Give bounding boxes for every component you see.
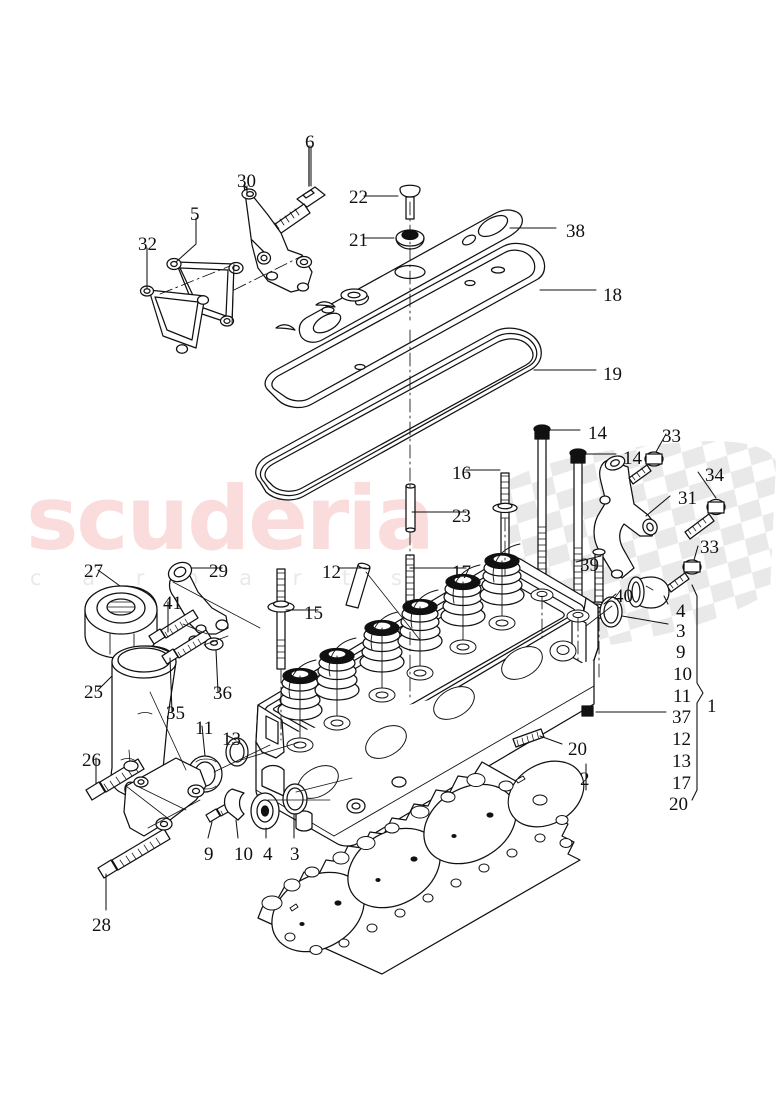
callout-cylinder-head-bolt: 14: [588, 423, 607, 444]
callout-cylinder-head-assembly: 1: [707, 696, 717, 717]
callout-triangular-gasket-frame: 32: [138, 234, 157, 255]
callout-washer: 40: [614, 586, 633, 607]
leader-lines: [95, 145, 717, 911]
callout-stud: 39: [580, 555, 599, 576]
callout-camshaft-seal-ring: 11: [195, 718, 214, 739]
part-2-cylinder-head-gasket: [257, 760, 585, 975]
callout-o-ring-seal: 3: [676, 621, 686, 642]
part-1-cylinder-head-assembly: [255, 543, 599, 847]
callout-hex-flange-bolt-short: 33: [662, 426, 681, 447]
callout-valve-cover: 18: [603, 285, 622, 306]
callout-dowel-pin: 12: [672, 729, 691, 750]
part-38-reinforcement-strip: [298, 209, 524, 343]
callout-support-arm: 29: [209, 561, 228, 582]
callout-lifting-eye-bracket: 31: [678, 488, 697, 509]
part-14-head-bolt-a: [533, 424, 551, 592]
callout-threaded-stud: 17: [452, 562, 471, 583]
callout-dowel-sleeve: 23: [452, 506, 471, 527]
part-34-flange-bolt: [684, 498, 726, 540]
part-19-valve-cover-gasket: [255, 327, 542, 501]
callout-triangular-support-bracket: 5: [190, 204, 200, 225]
part-30-mount-bracket: [241, 184, 313, 293]
callout-stud-screw: 20: [568, 739, 587, 760]
part-4-camshaft-end-cap-right: [627, 576, 670, 609]
part-10-retaining-clip: [223, 788, 245, 821]
callout-cylinder-head-bolt: 14: [623, 448, 642, 469]
part-28-flange-bolt-long: [97, 828, 171, 879]
callout-cylinder-head-gasket: 2: [580, 769, 590, 790]
callout-retaining-clip: 10: [673, 664, 692, 685]
callout-stud-with-collar: 15: [304, 603, 323, 624]
callout-oil-filler-neck: 25: [84, 682, 103, 703]
callout-hex-flange-bolt: 34: [705, 465, 724, 486]
part-13-sealing-ring: [225, 737, 249, 767]
part-4-camshaft-end-cap-bottom: [250, 792, 280, 830]
callout-washer-small: 36: [213, 683, 232, 704]
callout-camshaft-seal-ring: 11: [673, 686, 692, 707]
part-37-blanking-plug: [581, 705, 594, 717]
callout-oil-filler-cap: 27: [84, 561, 103, 582]
callout-camshaft-end-cap: 4: [263, 844, 273, 865]
part-41-hex-bolt: [148, 609, 199, 645]
callout-sealing-ring: 13: [222, 729, 241, 750]
callout-hex-flange-bolt: 26: [82, 750, 101, 771]
callout-o-ring-seal: 3: [290, 844, 300, 865]
part-23-dowel-sleeve: [405, 483, 416, 533]
alignment-lines: [136, 571, 654, 829]
callout-valve-cover-gasket: 19: [603, 364, 622, 385]
group-bracket-1: [691, 584, 704, 801]
part-3-o-ring-right: [599, 596, 623, 628]
callout-hex-bolt: 41: [163, 593, 182, 614]
part-32-triangular-frame: [139, 285, 210, 354]
assembly-axis-lines: [159, 201, 600, 741]
part-3-o-ring-bottom: [282, 783, 308, 815]
part-5-triangular-support: [166, 257, 244, 327]
callout-threaded-stud: 17: [672, 773, 691, 794]
callout-hex-bolt-small: 9: [204, 844, 214, 865]
part-33-flange-bolt-a: [628, 451, 664, 485]
callout-rubber-grommet-seal: 21: [349, 230, 368, 251]
callout-hex-flange-bolt-short: 33: [700, 537, 719, 558]
callout-camshaft-end-cap: 4: [676, 601, 686, 622]
callout-hex-flange-bolt-long: 28: [92, 915, 111, 936]
callout-cap-screw: 22: [349, 187, 368, 208]
callout-cover-reinforcement-strip: 38: [566, 221, 585, 242]
part-14-head-bolt-b: [569, 448, 587, 604]
callout-stud-screw: 20: [669, 794, 688, 815]
callout-blanking-plug: 37: [672, 707, 691, 728]
callout-dowel-pin: 12: [322, 562, 341, 583]
part-6-flange-bolt: [267, 145, 326, 239]
callout-hex-bolt-small: 9: [676, 642, 686, 663]
oil-neck-support-bracket: [123, 757, 207, 837]
callout-sealing-ring: 13: [672, 751, 691, 772]
part-27-oil-filler-cap: [84, 585, 158, 659]
callout-stud-bolt: 16: [452, 463, 471, 484]
part-33-flange-bolt-b: [666, 559, 702, 593]
callout-hex-bolt-short: 35: [166, 703, 185, 724]
part-15-stud-with-collar: [267, 568, 295, 670]
callout-retaining-clip: 10: [234, 844, 253, 865]
part-31-lifting-eye-bracket: [593, 455, 658, 579]
part-18-valve-cover: [264, 242, 546, 409]
callout-engine-mount-bracket: 30: [237, 171, 256, 192]
part-12-dowel-pin: [345, 562, 371, 609]
callout-hex-flange-bolt-long: 6: [305, 132, 315, 153]
